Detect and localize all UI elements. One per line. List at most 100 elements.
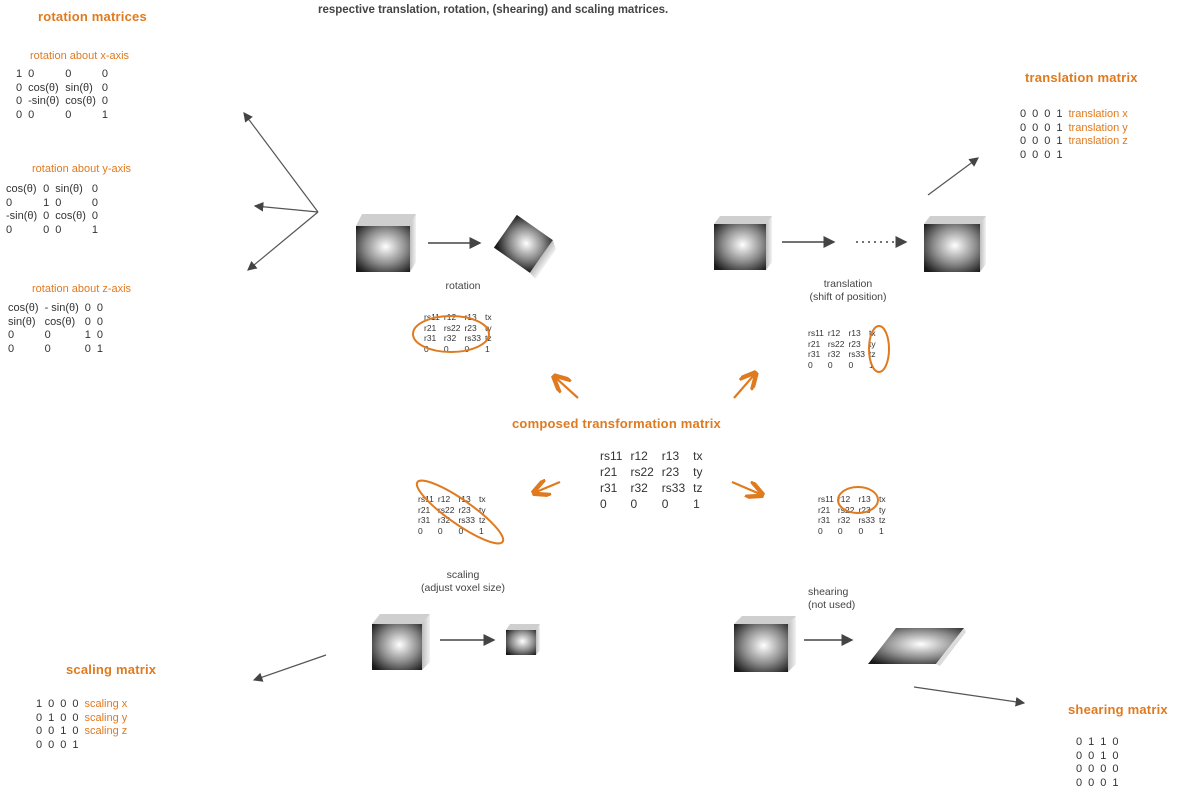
- matrix-cell: r23: [661, 465, 680, 479]
- matrix-cell: 0: [1088, 776, 1095, 789]
- scaling-cube-large: [372, 614, 430, 670]
- matrix-cell: r32: [630, 481, 648, 495]
- matrix-cell: 0: [55, 223, 62, 236]
- matrix-cell: tz: [485, 333, 492, 343]
- matrix-cell: r13: [458, 494, 471, 504]
- matrix-cell: rs22: [437, 504, 455, 515]
- matrix-cell: [1069, 149, 1134, 163]
- matrix-cell: rs11: [600, 449, 623, 463]
- matrix-cell: cos(θ): [8, 302, 39, 314]
- matrix-cell: 0: [48, 725, 55, 737]
- matrix-cell: 0: [48, 738, 55, 751]
- matrix-cell: r21: [418, 504, 431, 515]
- matrix-cell: 0: [96, 329, 104, 341]
- matrix-cell: 1: [1056, 148, 1063, 161]
- matrix-cell: rs33: [464, 333, 481, 343]
- matrix-cell: scaling x: [84, 698, 128, 710]
- matrix-cell: 0: [16, 81, 23, 94]
- matrix-cell: 0: [1032, 121, 1039, 134]
- matrix-cell: 0: [60, 738, 67, 751]
- matrix-cell: r23: [848, 338, 861, 349]
- matrix-cell: 0: [91, 210, 98, 222]
- matrix-cell: 0: [1088, 749, 1095, 762]
- matrix-cell: 0: [1088, 763, 1095, 775]
- rotation-caption: rotation: [445, 280, 481, 292]
- matrix-cell: 0: [1020, 135, 1027, 147]
- matrix-cell: r21: [808, 338, 821, 349]
- matrix-cell: r12: [437, 494, 451, 504]
- matrix-cell: 0: [1020, 108, 1027, 120]
- matrix-cell: sin(θ): [55, 183, 83, 195]
- matrix-cell: 0: [72, 698, 79, 710]
- shearing-matrix-heading: shearing matrix: [1068, 702, 1168, 717]
- rotated-cube: [493, 214, 556, 280]
- matrix-cell: 0: [55, 196, 62, 209]
- matrix-cell: -sin(θ): [28, 95, 60, 107]
- translation-caption-line1: translation: [823, 278, 873, 290]
- matrix-cell: 0: [84, 302, 91, 314]
- matrix-cell: 0: [443, 343, 449, 354]
- matrix-cell: r23: [464, 322, 477, 333]
- matrix-cell: rs22: [827, 338, 845, 349]
- matrix-cell: r31: [808, 349, 821, 359]
- matrix-cell: rs33: [848, 349, 865, 359]
- matrix-cell: 0: [84, 315, 91, 328]
- matrix-cell: translation y: [1068, 121, 1128, 134]
- matrix-cell: 0: [44, 342, 51, 355]
- matrix-cell: 0: [48, 698, 55, 710]
- intro-text: respective translation, rotation, (shear…: [318, 4, 669, 16]
- matrix-cell: 1: [43, 196, 50, 209]
- matrix-cell: 1: [36, 698, 43, 710]
- matrix-cell: [85, 739, 134, 753]
- matrix-cell: - sin(θ): [44, 302, 79, 314]
- matrix-cell: ty: [879, 504, 886, 515]
- matrix-cell: 0: [84, 342, 91, 355]
- matrix-cell: 0: [458, 525, 464, 536]
- matrix-cell: 1: [1100, 749, 1107, 762]
- matrix-cell: 0: [630, 497, 638, 511]
- matrix-cell: 0: [43, 223, 50, 236]
- matrix-cell: 0: [1032, 148, 1039, 161]
- matrix-cell: 1: [84, 329, 91, 341]
- matrix-cell: r32: [827, 349, 841, 359]
- matrix-cell: 0: [43, 183, 50, 195]
- matrix-cell: 1: [60, 725, 67, 737]
- matrix-cell: 0: [418, 525, 423, 536]
- matrix-cell: rs22: [630, 465, 654, 479]
- matrix-cell: 0: [36, 738, 43, 751]
- matrix-cell: cos(θ): [65, 95, 96, 107]
- matrix-cell: 0: [1020, 121, 1027, 134]
- matrix-cell: 0: [43, 210, 50, 222]
- matrix-cell: 0: [818, 525, 823, 536]
- matrix-cell: 0: [848, 359, 854, 370]
- matrix-cell: r31: [818, 515, 831, 525]
- matrix-cell: cos(θ): [55, 210, 86, 222]
- matrix-cell: r13: [464, 312, 477, 322]
- matrix-cell: r32: [443, 333, 457, 343]
- matrix-cell: 1: [869, 359, 874, 370]
- matrix-cell: 0: [36, 725, 43, 737]
- scaling-cube-small: [506, 624, 540, 655]
- matrix-cell: 0: [600, 497, 607, 511]
- matrix-cell: 0: [6, 223, 13, 236]
- matrix-cell: 1: [1112, 776, 1119, 789]
- matrix-cell: 1: [48, 711, 55, 724]
- matrix-cell: 0: [91, 196, 98, 209]
- matrix-row: 0-sin(θ)cos(θ)0: [16, 95, 114, 109]
- matrix-cell: tz: [869, 349, 876, 359]
